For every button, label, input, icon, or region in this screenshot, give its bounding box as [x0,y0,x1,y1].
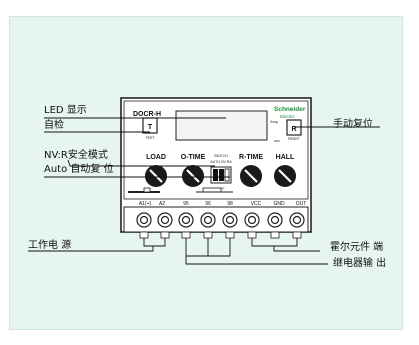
brand-logo: Schneider [274,106,306,113]
knob-label-hall: HALL [276,154,295,161]
relay-coil-symbol [143,187,151,193]
annotation-manual-reset: 手动复位 [333,119,373,130]
terminal-label-out: OUT [296,201,307,207]
svg-text:R: R [291,126,296,133]
terminal-label-95: 95 [183,201,189,207]
relay-contact-symbol [202,187,222,193]
knob-hall [274,165,296,187]
annotation-power-supply: 工作电 源 [28,240,72,251]
terminal-label-a2: A2 [159,201,165,207]
reset-button-label: RESET [288,137,301,141]
annotation-self-test: 自检 [44,120,64,131]
terminal-label-a1: A1(+) [139,201,152,207]
terminal-label-96: 96 [205,201,211,207]
annotation-nv-mode: NV:R安全模式 [44,150,108,161]
switch-top-label: SWITCH [214,154,228,158]
annotation-auto-reset: Auto 自动复 位 [44,164,114,175]
test-button-label: TEST [146,136,156,140]
reset-button [286,119,302,136]
terminal-label-vcc: VCC [251,201,262,207]
terminal-label-gnd: GND [273,201,285,207]
knob-label-otime: O-TIME [181,154,206,161]
amp-label: Amp [270,119,279,124]
led-display [175,110,268,141]
annotation-hall-element: 霍尔元件 端 [330,242,384,253]
annotation-relay-output: 继电器输 出 [333,258,387,269]
knob-rtime [240,165,262,187]
switch-position-labels: AUTO NV RA [210,160,232,164]
sec-label: sec [274,138,280,143]
model-label: DOCR-H [133,111,161,118]
terminal-label-98: 98 [227,201,233,207]
knob-label-rtime: R-TIME [239,154,263,161]
knob-label-load: LOAD [146,154,166,161]
knob-load [145,165,167,187]
mode-switch [210,166,232,184]
svg-text:T: T [148,124,153,131]
knob-otime [182,165,204,187]
annotation-led-display: LED 显示 [44,105,87,116]
brand-sub: Electric [280,114,296,119]
